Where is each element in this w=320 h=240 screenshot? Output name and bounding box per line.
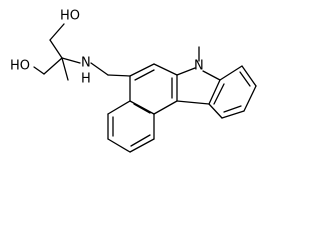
bond-c7a-c8 (219, 65, 243, 81)
bond-c9-c10 (243, 85, 257, 112)
bond-c2-c1 (129, 138, 155, 153)
bond-ch2-top-cq (49, 39, 63, 59)
atom-label-oh-top: HO (60, 9, 80, 24)
bond-cq-methyl (61, 57, 69, 81)
bond-ch2-left-cq (43, 57, 63, 75)
bond-c6a-n7 (176, 67, 196, 76)
bond-n7-c7a (202, 70, 221, 81)
bond-c3-c2 (107, 138, 131, 153)
bond-layer (33, 23, 257, 153)
bond-c7a-c11a (208, 79, 221, 105)
atom-label-amine-h: H (81, 72, 91, 87)
bond-c4a-c11c-inner (133, 103, 151, 114)
molecule-structure: HO HO N H N (10, 9, 257, 153)
bond-c11b-c11c (153, 100, 178, 115)
bond-cq-nh (61, 57, 81, 64)
bond-c4a-c4 (107, 100, 131, 115)
bond-c8-c9 (241, 65, 257, 87)
bond-oh-left-ch2 (33, 66, 45, 75)
bond-oh-top-ch2 (49, 23, 65, 41)
bond-c7a-c11a-inner (213, 83, 225, 105)
bond-c11c-c4a (129, 100, 155, 115)
bond-ch2-ring (107, 74, 131, 77)
atom-label-amine-n: N (81, 56, 91, 71)
bond-c8-c9-inner (239, 71, 251, 87)
bond-c11-c11a (208, 103, 223, 119)
bond-c10-c11 (221, 110, 245, 119)
bond-c6-c6a (153, 63, 178, 76)
bond-c2-c1-inner (130, 134, 151, 147)
atom-label-oh-left: HO (10, 59, 30, 74)
bond-c11a-c11b (176, 100, 210, 105)
bond-nh-ch2 (90, 62, 109, 76)
atom-layer: HO HO N H N (10, 9, 204, 87)
atom-label-ring-n: N (194, 59, 204, 74)
bond-c5-c6 (129, 63, 155, 77)
bond-c5-c6-inner (134, 69, 155, 81)
bond-c10-c11-inner (223, 105, 242, 113)
